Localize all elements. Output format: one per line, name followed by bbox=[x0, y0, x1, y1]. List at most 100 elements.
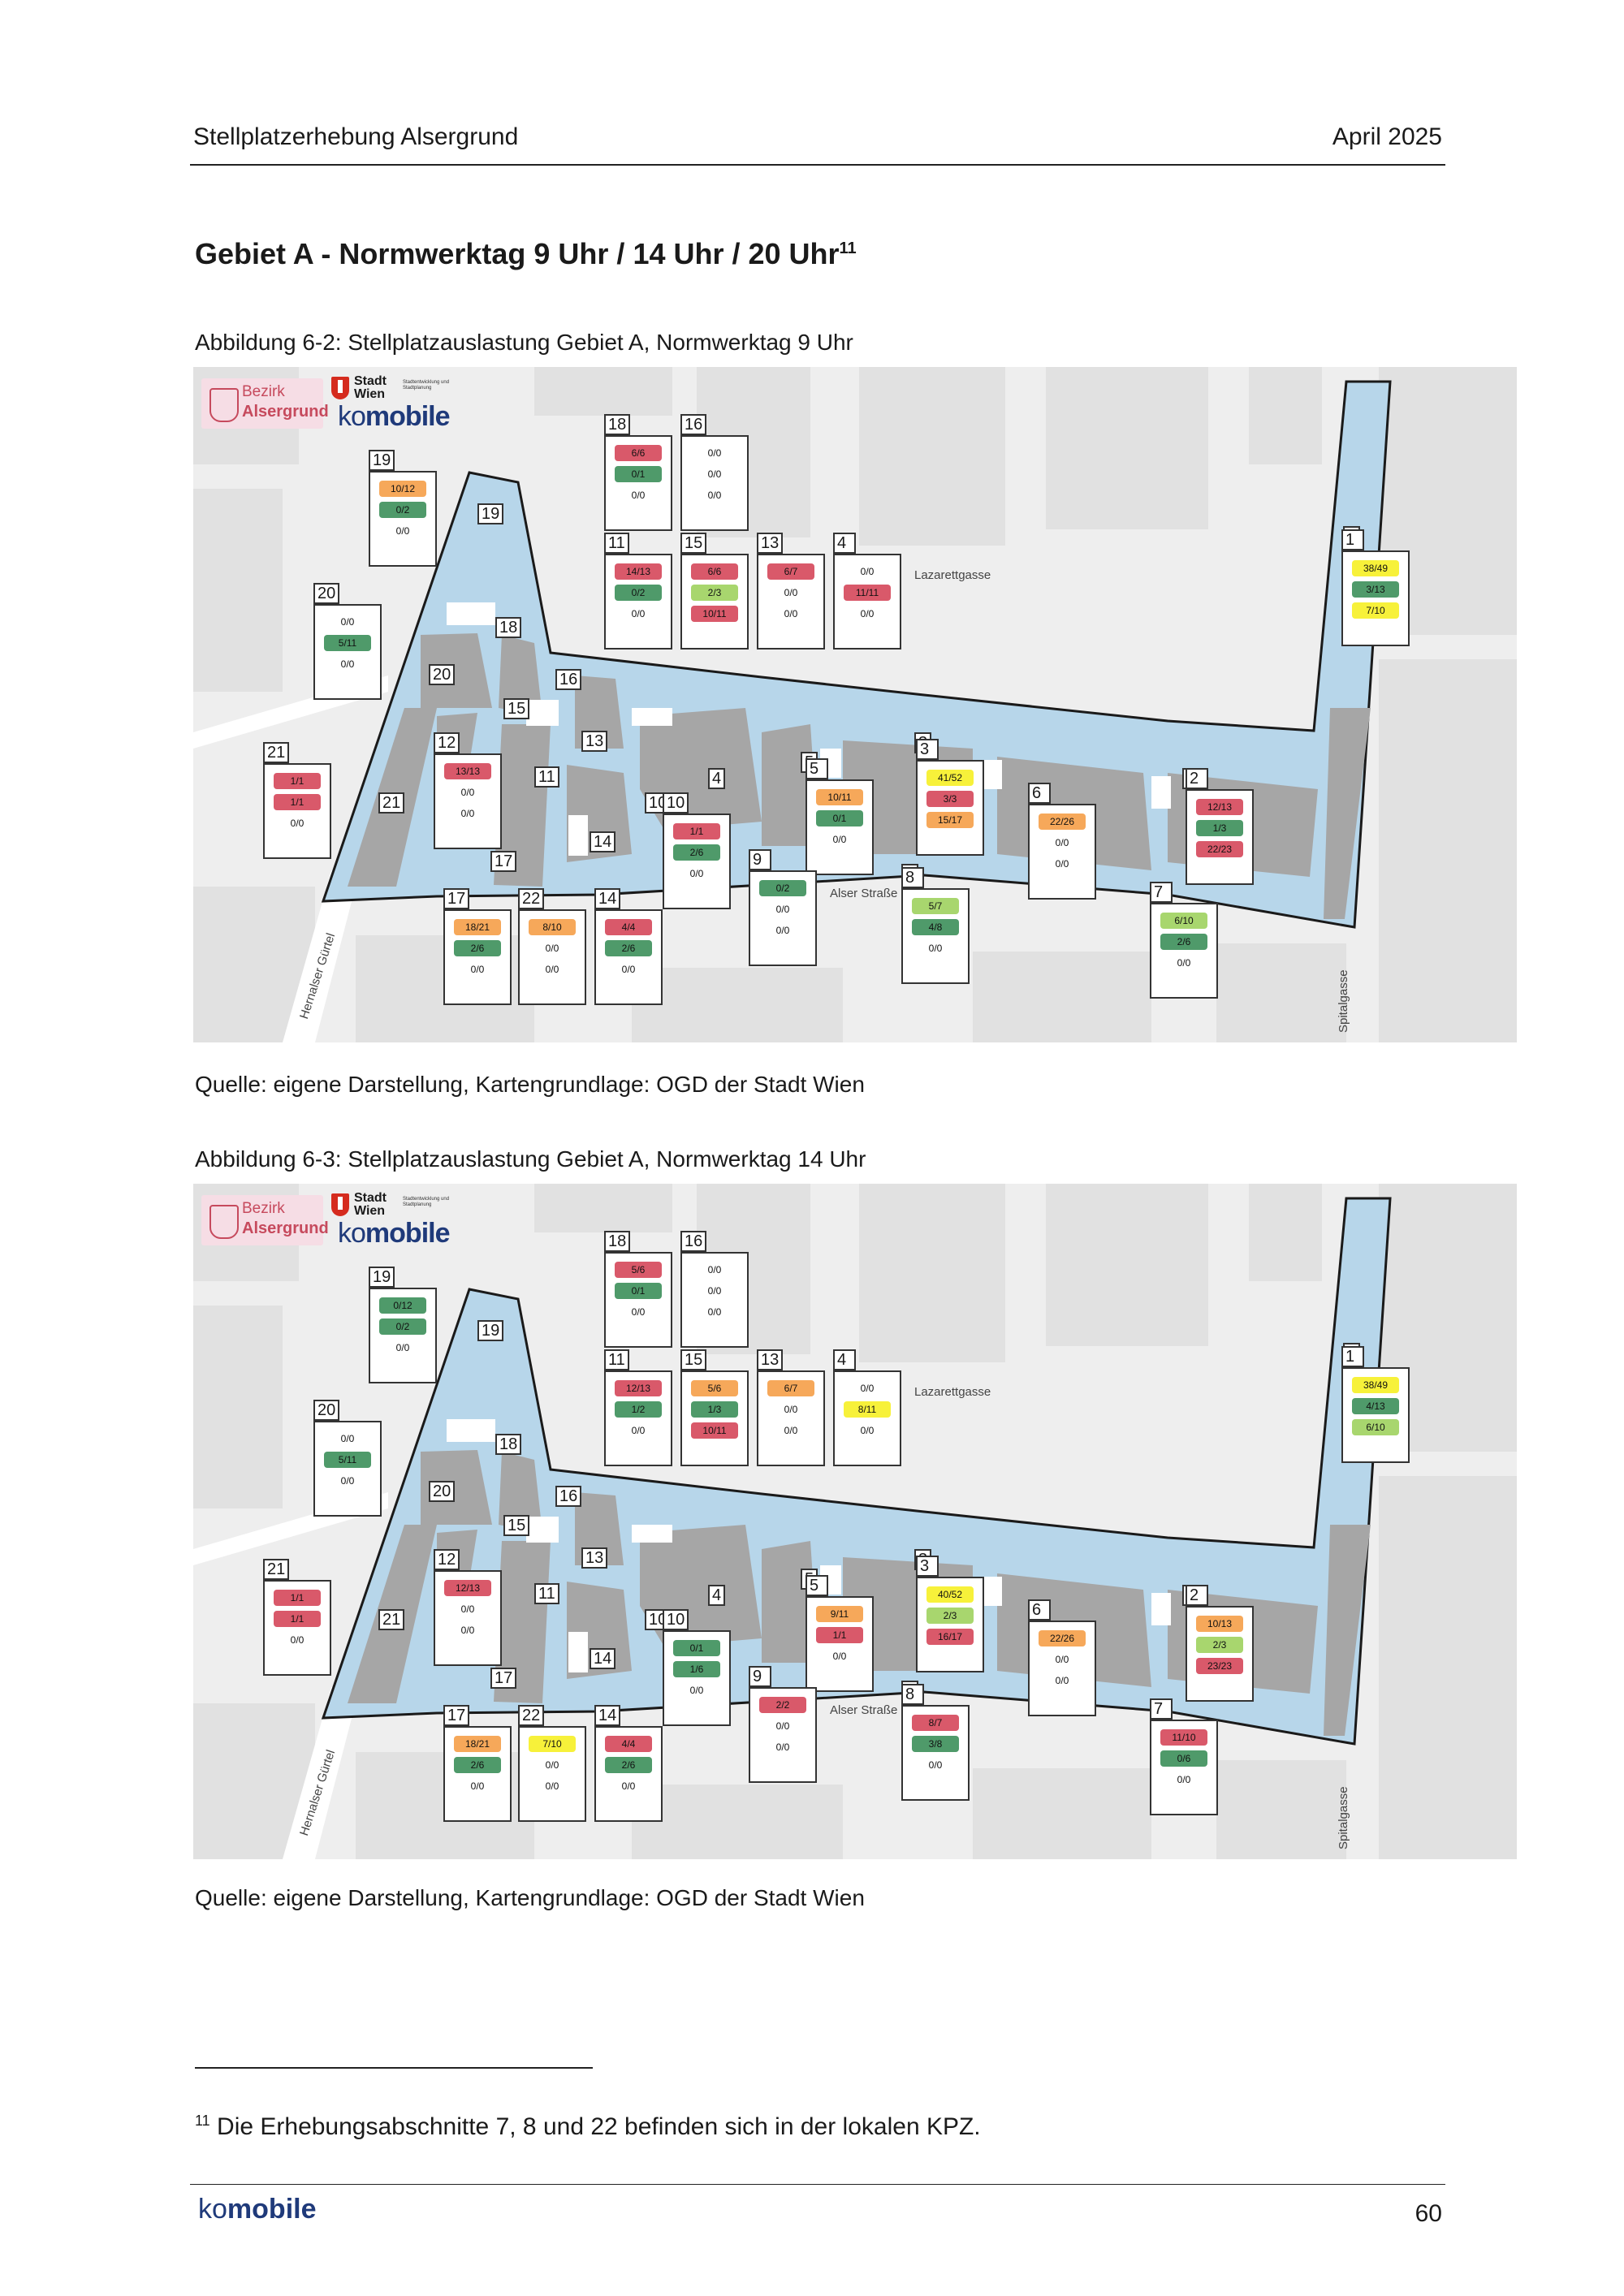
occupancy-value-1: 18/21 bbox=[454, 1736, 501, 1752]
stadt-wien-subtext: Stadtentwicklung und Stadtplanung bbox=[403, 380, 450, 391]
occupancy-value-2: 2/3 bbox=[691, 585, 738, 601]
occupancy-box-number: 4 bbox=[833, 1349, 856, 1370]
occupancy-value-3: 0/0 bbox=[928, 943, 943, 954]
occupancy-value-3: 0/0 bbox=[395, 525, 410, 537]
street-label-alser: Alser Straße bbox=[830, 887, 898, 900]
occupancy-value-3: 0/0 bbox=[689, 1685, 704, 1696]
occupancy-box-number: 17 bbox=[443, 888, 470, 909]
occupancy-value-1: 12/13 bbox=[615, 1380, 662, 1396]
occupancy-value-3: 0/0 bbox=[775, 1741, 790, 1753]
komobile-logo: komobile bbox=[338, 1218, 450, 1249]
occupancy-value-1: 5/6 bbox=[691, 1380, 738, 1396]
occupancy-value-2: 8/11 bbox=[844, 1401, 891, 1418]
figure-source-1: Quelle: eigene Darstellung, Kartengrundl… bbox=[195, 1072, 865, 1097]
section-label-11: 11 bbox=[534, 766, 559, 788]
occupancy-box-number: 11 bbox=[604, 1349, 629, 1370]
occupancy-value-2: 0/1 bbox=[615, 466, 662, 482]
occupancy-value-2: 0/0 bbox=[707, 1285, 722, 1297]
wien-shield-icon bbox=[331, 1193, 349, 1216]
section-label-14: 14 bbox=[590, 831, 616, 852]
occupancy-value-2: 1/1 bbox=[816, 1627, 863, 1643]
section-label-17: 17 bbox=[490, 851, 517, 872]
section-label-4: 4 bbox=[708, 768, 726, 789]
footer-rule bbox=[190, 2184, 1445, 2185]
occupancy-value-3: 0/0 bbox=[545, 1780, 559, 1792]
occupancy-box-number: 17 bbox=[443, 1705, 470, 1726]
occupancy-box-number: 8 bbox=[901, 867, 924, 888]
occupancy-value-3: 0/0 bbox=[290, 1634, 304, 1646]
occupancy-value-2: 2/6 bbox=[1160, 934, 1207, 950]
occupancy-value-1: 0/0 bbox=[340, 616, 355, 628]
occupancy-box-number: 18 bbox=[604, 414, 631, 435]
street-label-alser: Alser Straße bbox=[830, 1703, 898, 1717]
occupancy-value-1: 0/12 bbox=[379, 1297, 426, 1314]
section-label-16: 16 bbox=[555, 669, 582, 690]
occupancy-box-number: 9 bbox=[749, 1666, 771, 1687]
occupancy-box-number: 7 bbox=[1150, 882, 1173, 903]
bezirk-alsergrund-logo: Bezirk Alsergrund bbox=[201, 1195, 329, 1245]
occupancy-box-number: 16 bbox=[680, 1231, 707, 1252]
occupancy-value-3: 0/0 bbox=[545, 964, 559, 975]
occupancy-value-2: 11/11 bbox=[844, 585, 891, 601]
occupancy-value-2: 4/13 bbox=[1352, 1398, 1399, 1414]
occupancy-value-2: 3/3 bbox=[926, 791, 974, 807]
occupancy-value-2: 2/6 bbox=[454, 940, 501, 956]
occupancy-value-3: 0/0 bbox=[832, 1651, 847, 1662]
header-rule bbox=[190, 164, 1445, 166]
section-label-18: 18 bbox=[495, 617, 522, 638]
section-label-18: 18 bbox=[495, 1434, 522, 1455]
occupancy-box-number: 8 bbox=[901, 1684, 924, 1705]
occupancy-value-3: 0/0 bbox=[860, 608, 875, 619]
occupancy-value-2: 0/2 bbox=[615, 585, 662, 601]
occupancy-box-number: 1 bbox=[1341, 1346, 1364, 1367]
occupancy-value-1: 6/7 bbox=[767, 1380, 814, 1396]
map-background-blocks bbox=[193, 367, 1517, 1042]
bezirk-crest-icon bbox=[209, 388, 239, 422]
occupancy-value-2: 3/8 bbox=[912, 1736, 959, 1752]
occupancy-value-3: 0/0 bbox=[689, 868, 704, 879]
occupancy-value-1: 6/7 bbox=[767, 563, 814, 580]
occupancy-value-3: 0/0 bbox=[290, 818, 304, 829]
occupancy-value-3: 0/0 bbox=[340, 1475, 355, 1487]
occupancy-value-1: 10/12 bbox=[379, 481, 426, 497]
page-number: 60 bbox=[1415, 2200, 1442, 2227]
occupancy-value-1: 11/10 bbox=[1160, 1729, 1207, 1746]
occupancy-value-1: 38/49 bbox=[1352, 560, 1399, 576]
section-label-19: 19 bbox=[477, 503, 504, 524]
occupancy-value-3: 0/0 bbox=[631, 1306, 646, 1318]
footnote-text: Die Erhebungsabschnitte 7, 8 und 22 befi… bbox=[217, 2113, 981, 2140]
occupancy-value-1: 6/10 bbox=[1160, 913, 1207, 929]
occupancy-box-number: 14 bbox=[594, 888, 621, 909]
occupancy-value-3: 0/0 bbox=[395, 1342, 410, 1353]
occupancy-value-3: 7/10 bbox=[1352, 602, 1399, 619]
occupancy-box-number: 15 bbox=[680, 533, 707, 554]
occupancy-box-number: 5 bbox=[806, 1575, 828, 1596]
occupancy-value-1: 0/0 bbox=[860, 1383, 875, 1394]
occupancy-value-3: 0/0 bbox=[631, 490, 646, 501]
occupancy-value-1: 1/1 bbox=[274, 773, 321, 789]
occupancy-box-number: 2 bbox=[1186, 1585, 1208, 1606]
occupancy-value-3: 0/0 bbox=[340, 658, 355, 670]
occupancy-value-3: 0/0 bbox=[707, 1306, 722, 1318]
occupancy-value-2: 0/0 bbox=[1055, 1654, 1069, 1665]
occupancy-value-2: 0/0 bbox=[775, 904, 790, 915]
occupancy-box-number: 20 bbox=[313, 583, 340, 604]
occupancy-box-number: 21 bbox=[263, 742, 290, 763]
